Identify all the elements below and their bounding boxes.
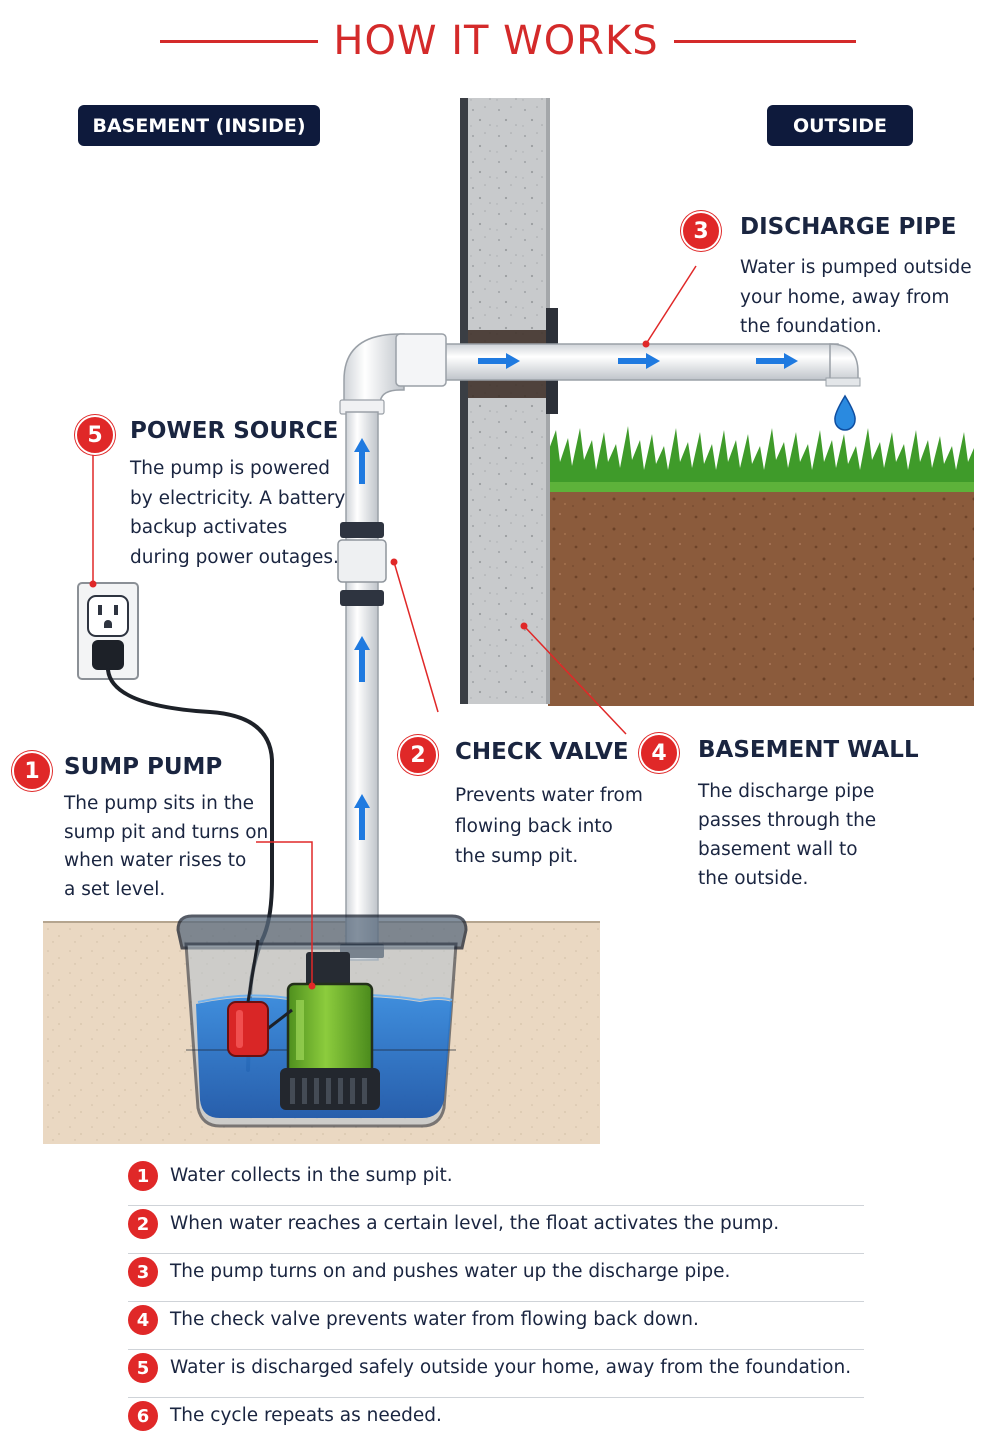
callout-description: The pump is powered by electricity. A ba…	[130, 458, 346, 568]
callout-description: Prevents water from flowing back into th…	[455, 785, 643, 867]
callout-number-badge: 1	[12, 751, 52, 791]
list-item: 2 When water reaches a certain level, th…	[128, 1206, 864, 1254]
callout-description: The discharge pipe passes through the ba…	[698, 781, 877, 889]
vertical-pipe	[337, 411, 387, 961]
list-item: 1 Water collects in the sump pit.	[128, 1158, 864, 1206]
steps-list: 1 Water collects in the sump pit. 2 When…	[128, 1158, 864, 1445]
outside-label: OUTSIDE	[767, 105, 913, 146]
step-number-badge: 4	[128, 1305, 158, 1335]
title-rule-right	[674, 40, 856, 43]
callout-description: The pump sits in the sump pit and turns …	[64, 793, 269, 900]
inside-label: BASEMENT (INSIDE)	[78, 105, 320, 146]
list-item: 6 The cycle repeats as needed.	[128, 1398, 864, 1445]
pump-graphic	[227, 939, 380, 1110]
step-text: When water reaches a certain level, the …	[170, 1213, 780, 1234]
step-number-badge: 1	[128, 1161, 158, 1191]
callout-number-badge: 4	[639, 733, 679, 773]
arrow-right-icon	[478, 353, 798, 369]
step-number-badge: 2	[128, 1209, 158, 1239]
step-text: Water collects in the sump pit.	[170, 1165, 453, 1186]
step-number-badge: 5	[128, 1353, 158, 1383]
basement-wall-graphic	[460, 98, 558, 704]
leader-discharge	[645, 265, 697, 345]
outside-soil	[548, 480, 974, 706]
leader-sump-pump	[256, 841, 313, 984]
pipe-elbow	[339, 333, 447, 415]
leader-check-valve	[393, 561, 439, 713]
page-title: HOW IT WORKS	[333, 18, 659, 64]
callout-title: DISCHARGE PIPE	[740, 214, 957, 240]
leader-wall	[523, 625, 627, 735]
step-text: Water is discharged safely outside your …	[170, 1357, 852, 1378]
water-drop-icon	[834, 394, 856, 431]
list-item: 3 The pump turns on and pushes water up …	[128, 1254, 864, 1302]
step-text: The pump turns on and pushes water up th…	[170, 1261, 731, 1282]
list-item: 4 The check valve prevents water from fl…	[128, 1302, 864, 1350]
step-text: The check valve prevents water from flow…	[170, 1309, 699, 1330]
arrow-up-icon	[354, 438, 370, 840]
grass	[548, 426, 974, 492]
callout-number-badge: 3	[681, 211, 721, 251]
callout-title: CHECK VALVE	[455, 739, 629, 765]
header: HOW IT WORKS	[0, 14, 992, 66]
callout-title: POWER SOURCE	[130, 418, 339, 444]
callout-number-badge: 5	[75, 415, 115, 455]
callout-number-badge: 2	[398, 735, 438, 775]
title-rule-left	[160, 40, 318, 43]
callout-title: SUMP PUMP	[64, 754, 223, 780]
step-number-badge: 3	[128, 1257, 158, 1287]
callout-description: Water is pumped outside your home, away …	[740, 257, 972, 337]
step-text: The cycle repeats as needed.	[170, 1405, 442, 1426]
callout-title: BASEMENT WALL	[698, 737, 919, 763]
outlet-icon	[77, 582, 139, 680]
step-number-badge: 6	[128, 1401, 158, 1431]
list-item: 5 Water is discharged safely outside you…	[128, 1350, 864, 1398]
